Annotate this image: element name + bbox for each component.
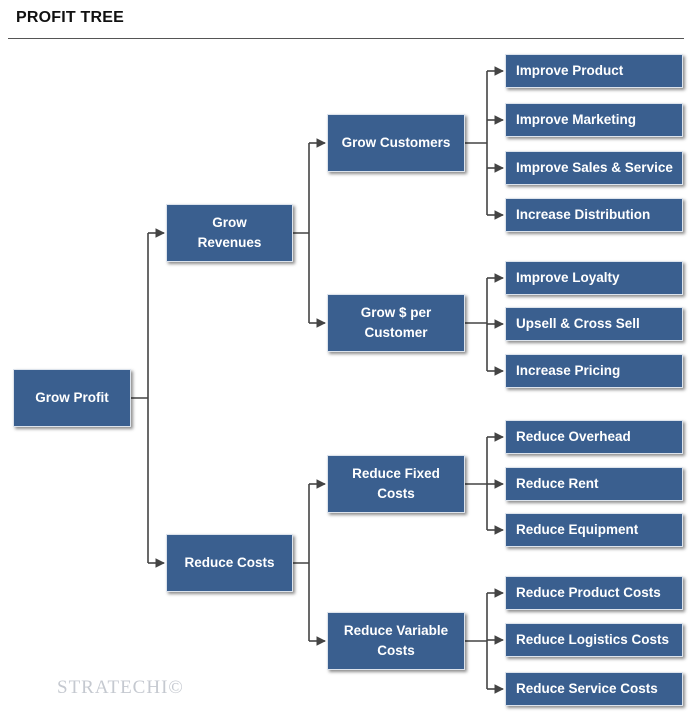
leaf-increase-pricing: Increase Pricing [505, 354, 683, 388]
leaf-upsell-cross-sell: Upsell & Cross Sell [505, 307, 683, 341]
node-grow-customers: Grow Customers [327, 114, 465, 172]
connector-customers [465, 71, 488, 215]
watermark: STRATECHI© [57, 677, 184, 698]
node-reduce-variable-costs: Reduce Variable Costs [327, 612, 465, 670]
connector-per-customer [465, 278, 488, 371]
page-title: PROFIT TREE [16, 9, 124, 26]
connector-variable [465, 593, 488, 689]
leaf-reduce-service-costs: Reduce Service Costs [505, 672, 683, 706]
leaf-reduce-product-costs: Reduce Product Costs [505, 576, 683, 610]
node-grow-revenues: Grow Revenues [166, 204, 293, 262]
title-divider [8, 38, 684, 39]
leaf-increase-distribution: Increase Distribution [505, 198, 683, 232]
node-reduce-costs: Reduce Costs [166, 534, 293, 592]
node-grow-per-customer: Grow $ per Customer [327, 294, 465, 352]
node-grow-profit: Grow Profit [13, 369, 131, 427]
leaf-improve-product: Improve Product [505, 54, 683, 88]
connector-fixed [465, 437, 488, 530]
node-reduce-fixed-costs: Reduce Fixed Costs [327, 455, 465, 513]
leaf-improve-sales-service: Improve Sales & Service [505, 151, 683, 185]
connector-root [131, 233, 149, 563]
leaf-reduce-equipment: Reduce Equipment [505, 513, 683, 547]
leaf-reduce-overhead: Reduce Overhead [505, 420, 683, 454]
leaf-improve-marketing: Improve Marketing [505, 103, 683, 137]
leaf-improve-loyalty: Improve Loyalty [505, 261, 683, 295]
connector-costs [293, 484, 310, 641]
leaf-reduce-logistics-costs: Reduce Logistics Costs [505, 623, 683, 657]
leaf-reduce-rent: Reduce Rent [505, 467, 683, 501]
connector-revenues [293, 143, 310, 323]
